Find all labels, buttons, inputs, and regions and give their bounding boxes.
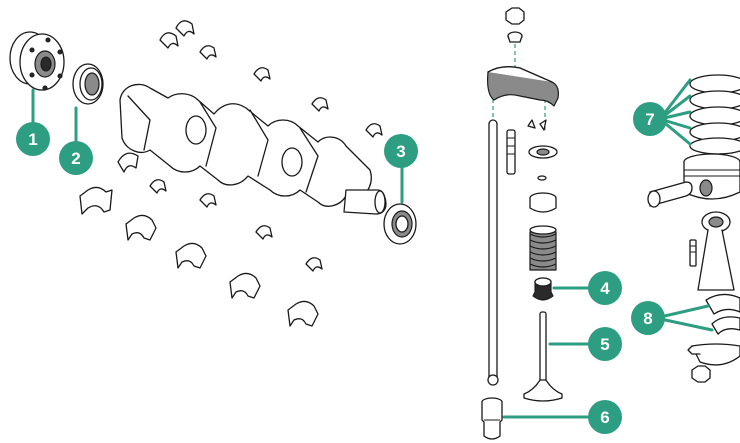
callout-3: 3 [384, 134, 418, 168]
callout-8-label: 8 [643, 309, 652, 328]
callout-7: 7 [633, 102, 667, 136]
callout-5: 5 [588, 327, 622, 361]
front-oil-seal-icon [384, 204, 416, 244]
valve-stem-seal-icon [530, 193, 556, 212]
connecting-rod-icon [690, 212, 734, 290]
callout-8: 8 [631, 301, 665, 335]
callout-4-label: 4 [600, 279, 610, 298]
rocker-arm-icon [488, 67, 559, 106]
callout-7-label: 7 [645, 110, 654, 129]
callout-2-label: 2 [71, 149, 80, 168]
callout-2: 2 [59, 141, 93, 175]
callout-1-label: 1 [28, 130, 37, 149]
piston-icon [684, 154, 740, 199]
main-bearing-cap-icon [80, 187, 318, 326]
callout-5-label: 5 [600, 335, 609, 354]
callout-6-label: 6 [600, 408, 609, 427]
rear-oil-seal-icon [73, 64, 103, 104]
valve-seal-icon [533, 278, 553, 300]
piston-rings-icon [690, 75, 740, 154]
crankshaft-icon [120, 84, 386, 214]
piston-pin-icon [648, 182, 692, 207]
callout-6: 6 [588, 400, 622, 434]
pushrod-icon [488, 120, 498, 385]
callout-1: 1 [16, 122, 50, 156]
callout-3-label: 3 [396, 142, 405, 161]
rocker-stud-icon [507, 130, 515, 174]
callout-4: 4 [588, 271, 622, 305]
valve-retainer-icon [528, 120, 557, 180]
valve-icon [524, 312, 562, 401]
valve-spring-icon [530, 226, 556, 270]
rocker-nut-icon [506, 8, 524, 42]
flywheel-hub-icon [10, 32, 64, 90]
tappet-icon [482, 398, 502, 439]
